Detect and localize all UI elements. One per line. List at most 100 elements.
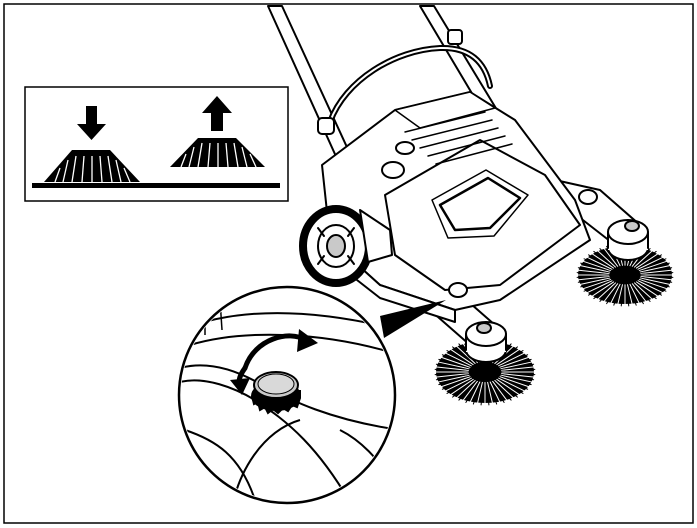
bristle	[638, 278, 669, 290]
bristle	[496, 378, 521, 396]
bristle	[640, 275, 674, 278]
bristle	[585, 256, 613, 270]
bristle	[500, 375, 532, 386]
bristle	[638, 279, 667, 292]
bristle	[452, 346, 475, 365]
knob-detail-callout	[177, 285, 397, 505]
bristle	[446, 378, 473, 394]
bristle	[634, 281, 657, 300]
bristle	[639, 277, 672, 286]
bristle	[628, 284, 637, 306]
bristle	[500, 361, 534, 370]
bristle	[590, 281, 615, 298]
bristle	[640, 276, 673, 283]
bristle	[581, 278, 612, 290]
bristle	[446, 350, 473, 366]
brush-height-inset	[24, 86, 289, 202]
bristle	[596, 282, 617, 301]
bristle	[616, 284, 623, 307]
bristle	[496, 348, 521, 366]
bristle	[640, 267, 673, 274]
bristle	[625, 284, 630, 307]
right-side-brush	[576, 243, 674, 307]
bristle	[444, 352, 472, 367]
bristle	[438, 358, 470, 369]
bristle	[458, 380, 477, 401]
bristle	[494, 379, 515, 400]
bristle	[444, 377, 472, 392]
raised-brush	[170, 138, 265, 168]
bristle	[434, 372, 469, 376]
bristle	[499, 376, 531, 388]
bristle	[581, 260, 612, 272]
bristle	[490, 381, 505, 403]
wheel-bracket	[359, 209, 393, 263]
bristle	[599, 282, 618, 302]
bristle	[501, 373, 535, 378]
bristle	[577, 276, 610, 283]
bristle	[455, 344, 476, 365]
bristle	[602, 283, 619, 304]
bristle	[638, 260, 669, 272]
bristle	[596, 249, 617, 268]
bristle	[630, 283, 644, 305]
front-side-brush	[434, 338, 536, 406]
bristle	[577, 276, 610, 281]
bristle	[627, 284, 634, 307]
bristle	[472, 381, 482, 405]
body-adjustment-knob	[448, 189, 598, 298]
lid-knob	[381, 141, 415, 179]
bristle	[455, 379, 476, 400]
up-arrow-icon	[202, 96, 232, 131]
bristle	[583, 258, 612, 271]
bristle	[631, 283, 648, 304]
bristle	[629, 283, 641, 305]
bristle	[588, 254, 614, 270]
bristle	[639, 262, 670, 272]
bristle	[495, 346, 518, 365]
bristle	[436, 374, 470, 383]
bristle	[452, 379, 475, 398]
bristle	[620, 284, 625, 307]
bristle	[576, 275, 610, 278]
bristle	[461, 380, 478, 402]
bristle	[441, 376, 472, 390]
bristle	[599, 248, 618, 268]
floor-line	[32, 183, 280, 188]
lid-ribs	[394, 91, 513, 165]
bristle	[577, 269, 610, 274]
down-arrow-icon	[77, 106, 106, 140]
bristle	[438, 375, 470, 386]
bristle	[469, 381, 481, 404]
bristle	[636, 254, 662, 270]
hopper-window	[438, 176, 522, 232]
bristle	[609, 283, 621, 305]
outer-frame	[3, 3, 694, 524]
bristle	[637, 280, 665, 294]
bristle	[637, 256, 665, 270]
bristle	[580, 278, 611, 288]
lowered-brush	[44, 150, 140, 183]
bristle	[493, 380, 512, 401]
bristle	[499, 356, 531, 368]
bristle	[639, 264, 672, 273]
bristle	[590, 252, 615, 269]
bristle	[476, 381, 483, 406]
main-wheel	[299, 205, 373, 287]
bristle	[435, 373, 469, 378]
bristle	[498, 377, 526, 392]
bristle	[593, 281, 616, 300]
front-brush-hub	[465, 321, 507, 363]
bristle	[492, 380, 509, 402]
callout-pointer	[380, 300, 446, 338]
sweeper	[267, 5, 674, 406]
bristle	[480, 381, 485, 406]
bristle	[434, 368, 469, 372]
bristle	[635, 281, 660, 298]
bristle	[580, 262, 611, 272]
bristle	[606, 283, 620, 305]
bristle	[495, 379, 518, 398]
bristle	[465, 381, 480, 403]
bristle	[497, 378, 524, 394]
bristle	[576, 272, 610, 275]
